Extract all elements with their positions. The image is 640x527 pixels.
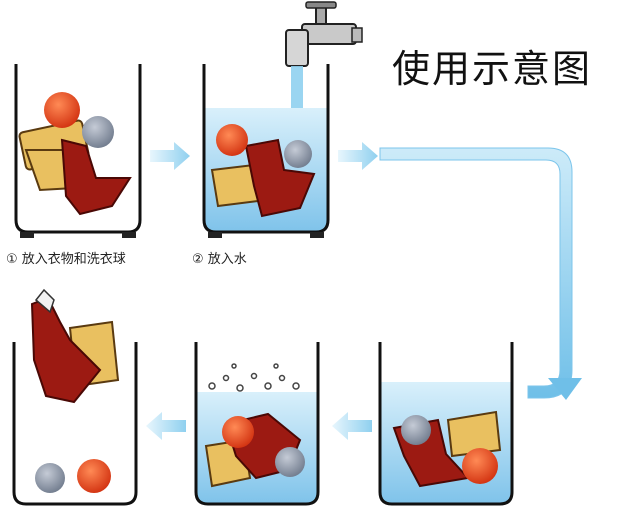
water-stream (291, 66, 303, 110)
laundry-ball-icon (35, 463, 65, 493)
laundry-ball-icon (216, 124, 248, 156)
laundry-ball-icon (222, 416, 254, 448)
laundry-ball-icon (77, 459, 111, 493)
flow-path-icon (380, 148, 572, 398)
flow-arrow-icon (338, 142, 378, 170)
step-2-caption: ② 放入水 (192, 248, 247, 267)
laundry-ball-icon (44, 92, 80, 128)
diagram-title: 使用示意图 (392, 38, 632, 93)
laundry-ball-icon (275, 447, 305, 477)
clothing-icon (32, 290, 118, 402)
flow-arrow-icon (150, 142, 190, 170)
flow-arrow-icon (332, 412, 372, 440)
laundry-ball-icon (284, 140, 312, 168)
laundry-ball-icon (462, 448, 498, 484)
water-tap-icon (286, 2, 362, 66)
bubbles-icon (209, 364, 299, 391)
flow-arrow-icon (146, 412, 186, 440)
laundry-ball-icon (82, 116, 114, 148)
laundry-ball-icon (401, 415, 431, 445)
step-1-caption: ① 放入衣物和洗衣球 (6, 248, 126, 267)
